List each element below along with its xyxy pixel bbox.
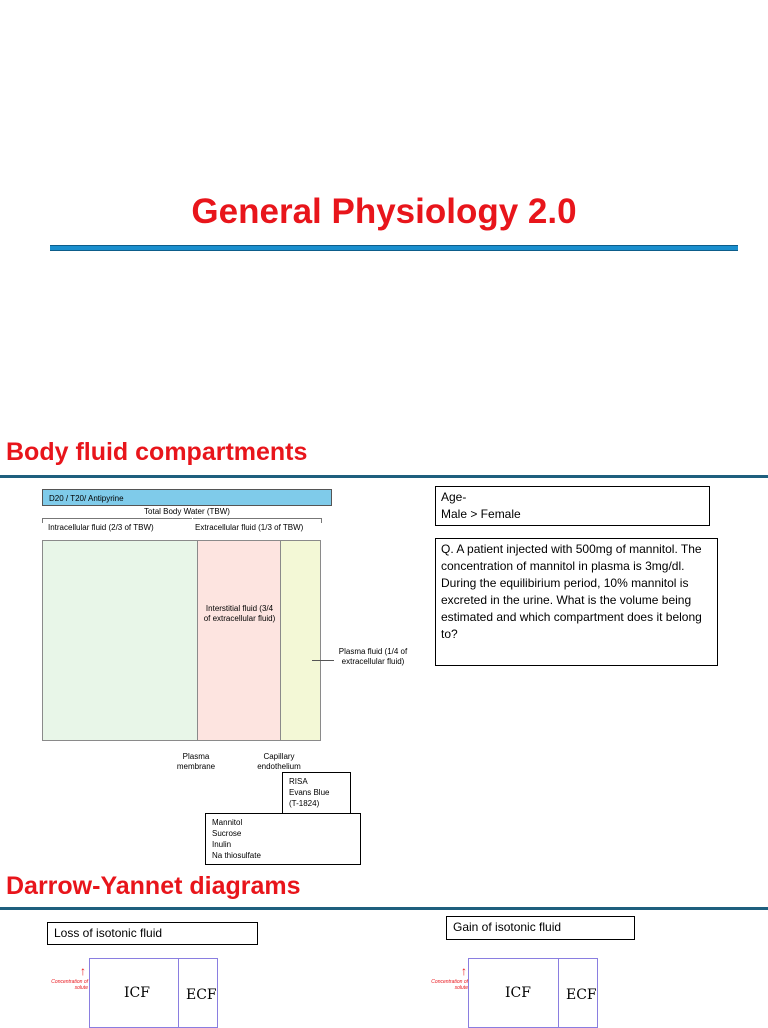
icf-compartment (43, 541, 198, 740)
isf-compartment: Interstitial fluid (3/4 of extracellular… (198, 541, 281, 740)
plasma-markers-box: RISA Evans Blue (T-1824) (282, 772, 351, 814)
gain-ecf-label: ECF (566, 987, 597, 1003)
marker-sucrose: Sucrose (212, 829, 242, 838)
icf-bracket-tick (42, 518, 43, 523)
ecf-bracket-tick (321, 518, 322, 523)
icf-bracket (42, 518, 192, 519)
title-divider (50, 245, 738, 251)
tbw-label: Total Body Water (TBW) (144, 507, 230, 516)
tbw-tracer-bar: D20 / T20/ Antipyrine (42, 489, 332, 506)
mannitol-question-box: Q. A patient injected with 500mg of mann… (435, 538, 718, 666)
ecf-label: Extracellular fluid (1/3 of TBW) (195, 523, 304, 532)
loss-icf-ecf-divider (178, 958, 179, 1028)
marker-na-thiosulfate: Na thiosulfate (212, 851, 261, 860)
plasma-membrane-label: Plasma membrane (176, 752, 216, 771)
marker-mannitol: Mannitol (212, 818, 243, 827)
age-note-line1: Age- (441, 490, 467, 504)
section-divider (0, 475, 768, 478)
gain-concentration-label: Concentration of solute (431, 979, 468, 991)
isf-label: Interstitial fluid (3/4 of extracellular… (203, 604, 276, 623)
loss-icf-label: ICF (124, 985, 150, 1001)
gain-isotonic-label: Gain of isotonic fluid (446, 916, 635, 940)
loss-ecf-label: ECF (186, 987, 217, 1003)
loss-concentration-label: Concentration of solute (51, 979, 88, 991)
marker-evans-blue: Evans Blue (289, 788, 330, 797)
section-heading-body-fluid: Body fluid compartments (6, 438, 308, 466)
section-divider-2 (0, 907, 768, 910)
icf-label: Intracellular fluid (2/3 of TBW) (48, 523, 154, 532)
loss-isotonic-label: Loss of isotonic fluid (47, 922, 258, 945)
gain-icf-label: ICF (505, 985, 531, 1001)
slide-title: General Physiology 2.0 (191, 192, 577, 231)
ecf-bracket (193, 518, 321, 519)
capillary-endothelium-label: Capillary endothelium (257, 752, 301, 771)
age-note-line2: Male > Female (441, 507, 521, 521)
age-note-box: Age- Male > Female (435, 486, 710, 526)
gain-icf-ecf-divider (558, 958, 559, 1028)
loss-concentration-arrow: ↑ (80, 964, 86, 978)
marker-t1824: (T-1824) (289, 799, 320, 808)
gain-concentration-arrow: ↑ (461, 964, 467, 978)
compartment-diagram: Interstitial fluid (3/4 of extracellular… (42, 540, 321, 741)
plasma-fluid-label: Plasma fluid (1/4 of extracellular fluid… (338, 647, 408, 666)
section-heading-darrow-yannet: Darrow-Yannet diagrams (6, 872, 301, 900)
marker-inulin: Inulin (212, 840, 232, 849)
marker-risa: RISA (289, 777, 308, 786)
plasma-compartment (281, 541, 320, 740)
plasma-leader-line (312, 660, 334, 661)
ecf-markers-box: Mannitol Sucrose Inulin Na thiosulfate (205, 813, 361, 865)
